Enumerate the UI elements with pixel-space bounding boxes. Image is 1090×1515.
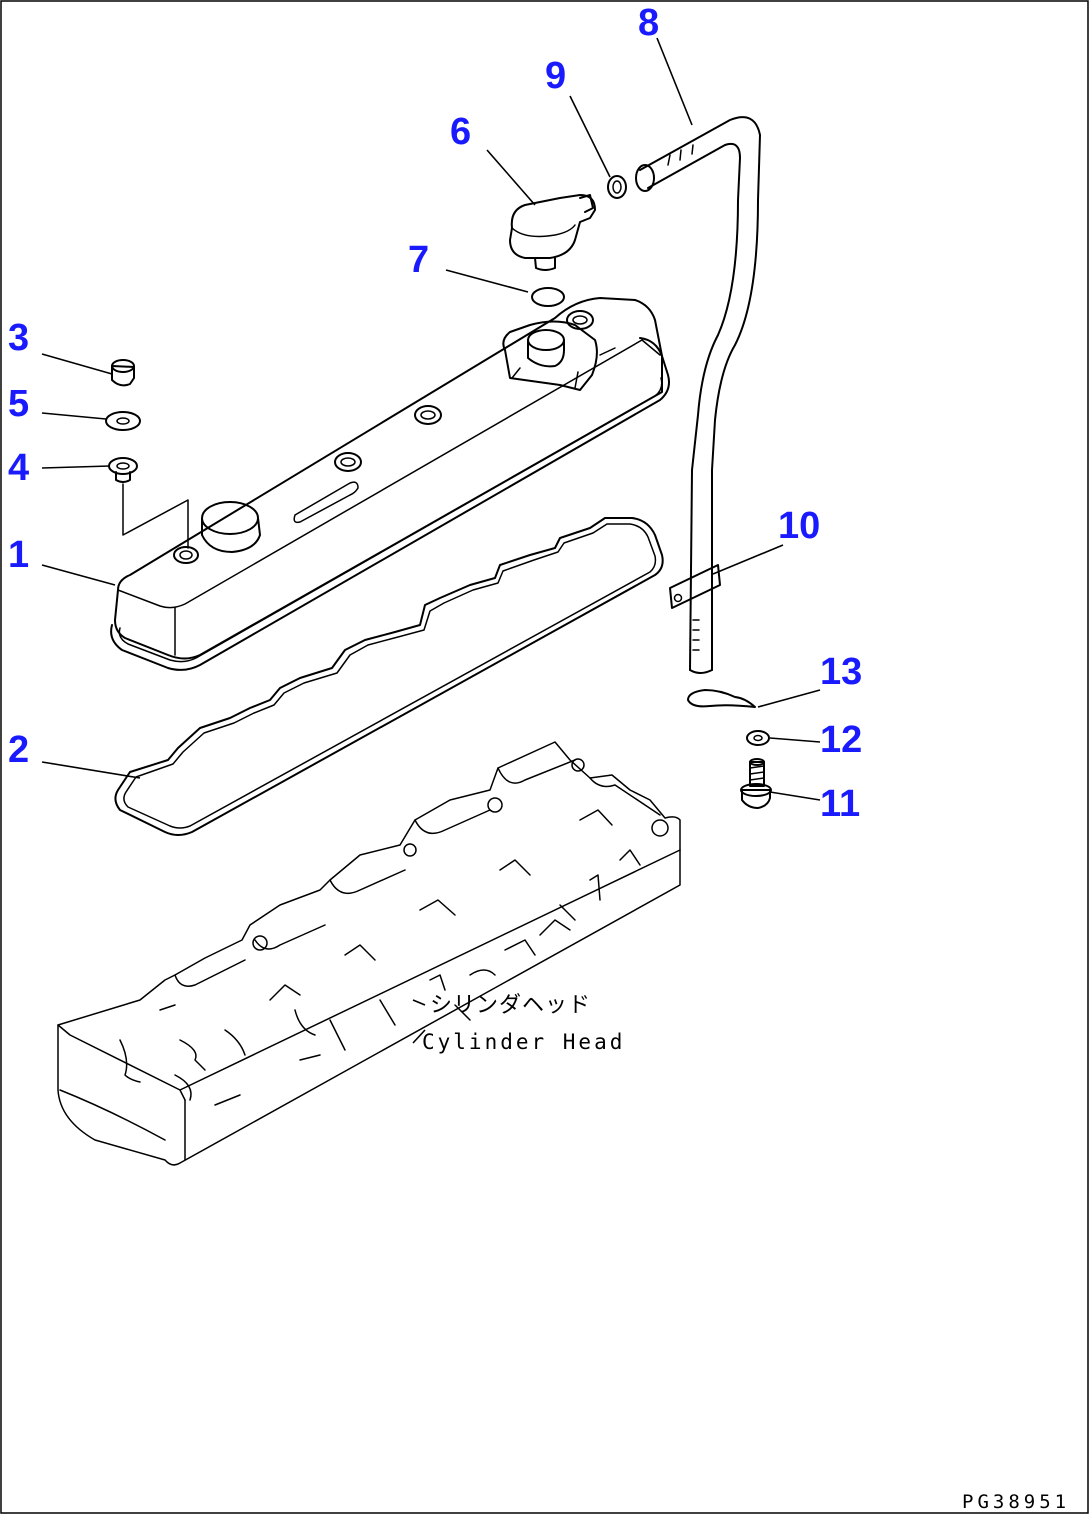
callout-1: 1 — [8, 534, 29, 576]
callouts: 1 2 3 4 5 6 7 8 9 10 11 12 13 — [8, 2, 862, 825]
breather-hose — [635, 116, 761, 674]
callout-2: 2 — [8, 729, 29, 771]
callout-9: 9 — [545, 55, 566, 97]
callout-8: 8 — [638, 2, 659, 44]
gasket — [114, 517, 664, 836]
washer — [105, 411, 141, 431]
flange-bolt — [740, 758, 772, 809]
drawing-code: PG38951 — [962, 1491, 1070, 1513]
breather — [509, 194, 596, 271]
hose-ring — [687, 689, 756, 708]
callout-3: 3 — [8, 317, 29, 359]
callout-13: 13 — [820, 651, 862, 693]
callout-4: 4 — [8, 447, 29, 489]
callout-5: 5 — [8, 383, 29, 425]
grommet-assembly-line — [122, 483, 189, 549]
valve-cover — [110, 297, 670, 671]
bolt — [111, 359, 135, 387]
callout-10: 10 — [778, 505, 820, 547]
callout-7: 7 — [408, 239, 429, 281]
o-ring — [531, 287, 565, 307]
callout-12: 12 — [820, 719, 862, 761]
grommet — [108, 457, 138, 483]
cylinder-head-label-en: Cylinder Head — [422, 1030, 625, 1054]
small-washer — [746, 730, 770, 746]
leader-lines — [41, 37, 821, 1044]
hose-clamp — [669, 564, 721, 609]
callout-6: 6 — [450, 111, 471, 153]
cylinder-head-label-jp: シリンダヘッド — [430, 993, 591, 1018]
clip — [607, 175, 627, 199]
cylinder-head — [57, 741, 681, 1166]
callout-11: 11 — [820, 783, 860, 825]
